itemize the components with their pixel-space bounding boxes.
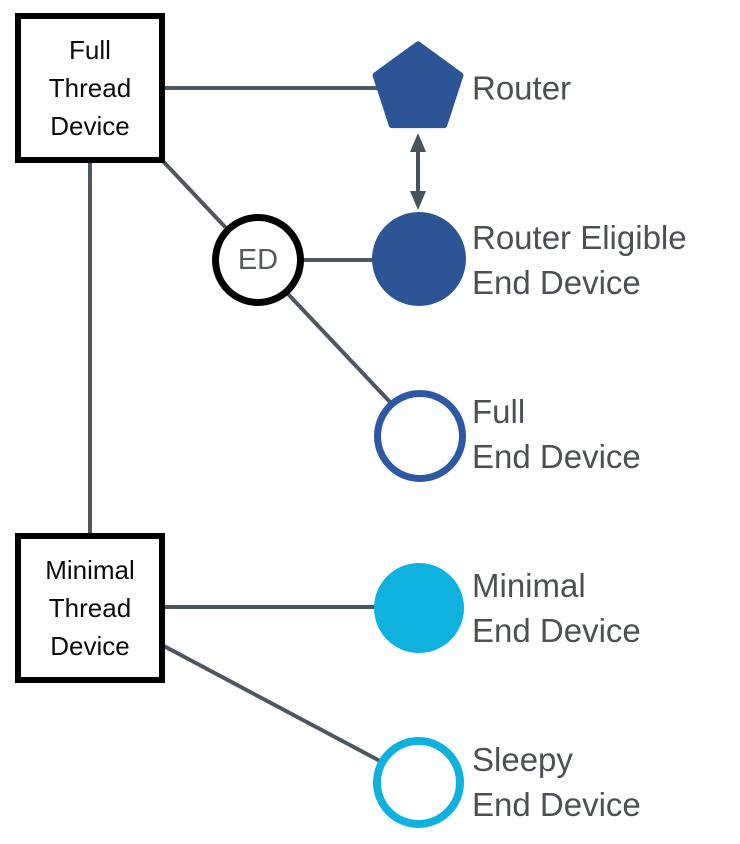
arrow-down-icon — [410, 191, 426, 210]
minimal-end-device-shape — [374, 563, 464, 653]
connector-ed-to-fed — [286, 292, 392, 404]
minimal-thread-device-box: Minimal Thread Device — [15, 533, 165, 683]
router-label: Router — [472, 69, 572, 107]
bidirectional-arrow — [410, 133, 426, 210]
router-eligible-end-device-shape — [372, 212, 466, 306]
router-eligible-end-device-label: Router Eligible End Device — [472, 219, 687, 301]
end-device-badge: ED — [212, 214, 304, 306]
arrow-up-icon — [410, 133, 426, 152]
full-thread-device-label: Full Thread Device — [48, 35, 132, 141]
minimal-thread-device-label: Minimal Thread Device — [45, 555, 135, 661]
full-end-device-shape — [374, 390, 466, 482]
full-end-device-label: Full End Device — [472, 393, 641, 475]
router-pentagon-shape — [372, 41, 464, 129]
connector-ftd-to-ed — [158, 156, 228, 230]
connector-mtd-to-sed — [161, 643, 381, 763]
full-thread-device-box: Full Thread Device — [15, 13, 165, 163]
end-device-badge-label: ED — [237, 243, 279, 276]
sleepy-end-device-label: Sleepy End Device — [472, 741, 641, 823]
sleepy-end-device-shape — [373, 737, 464, 828]
minimal-end-device-label: Minimal End Device — [472, 567, 641, 649]
